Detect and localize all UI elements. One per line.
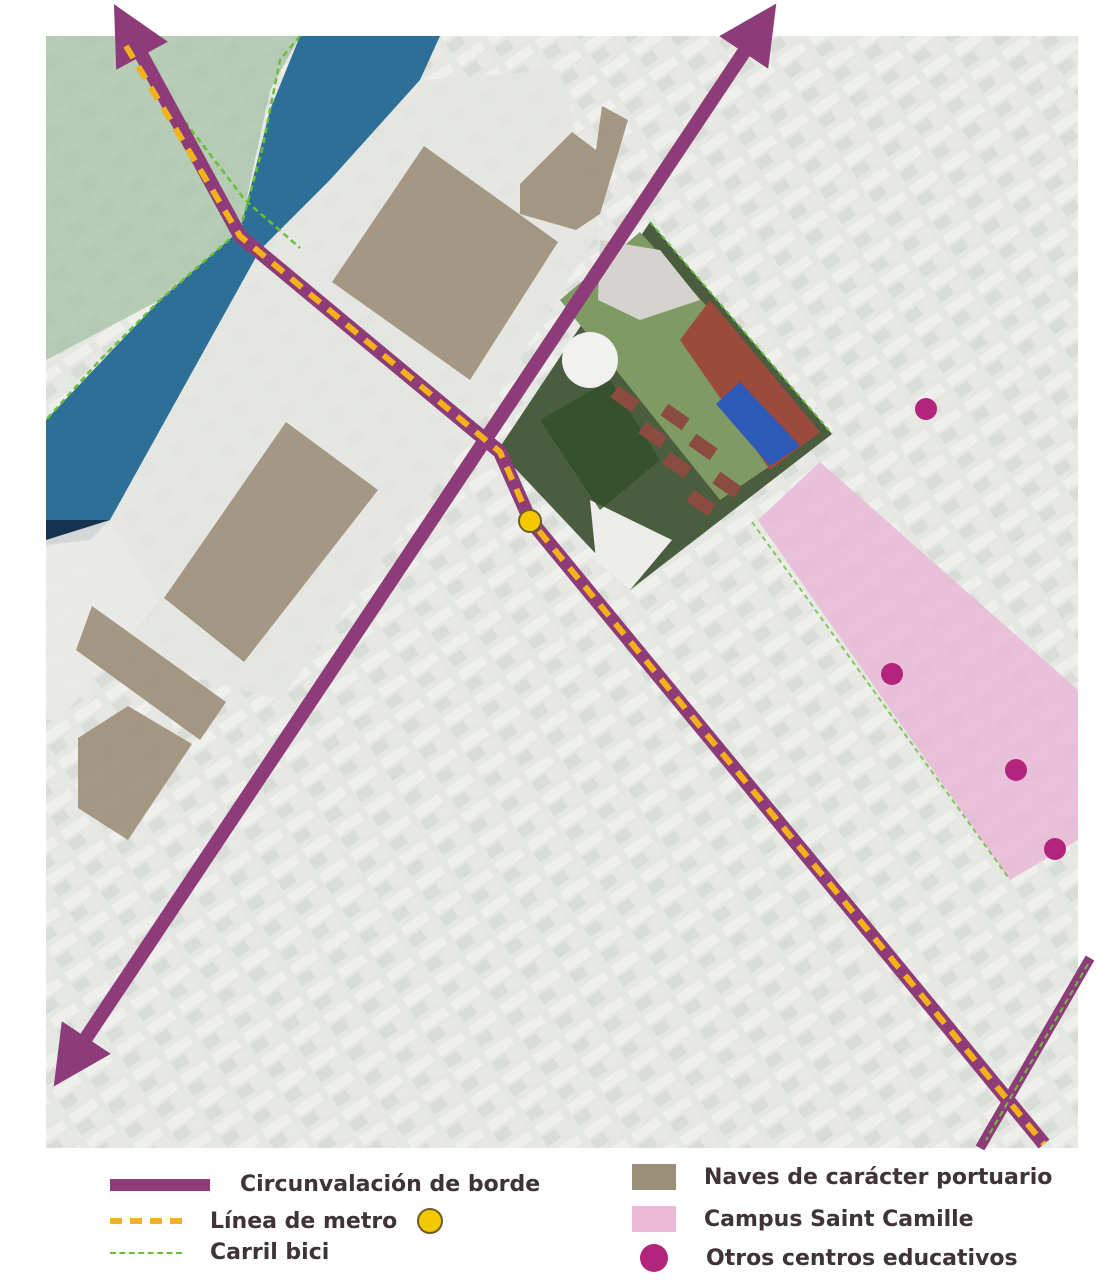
legend-education: Otros centros educativos bbox=[632, 1244, 1018, 1272]
education-swatch bbox=[640, 1244, 668, 1272]
ring-road-se-branch bbox=[975, 955, 1095, 1150]
metro-station bbox=[518, 509, 542, 533]
metro-swatch bbox=[110, 1218, 182, 1224]
education-centers bbox=[881, 398, 1066, 860]
legend-campus-label: Campus Saint Camille bbox=[704, 1206, 974, 1232]
education-center-4 bbox=[1044, 838, 1066, 860]
campus-saint-camille bbox=[758, 462, 1078, 880]
education-center-2 bbox=[881, 663, 903, 685]
legend-education-label: Otros centros educativos bbox=[706, 1245, 1018, 1271]
ring-road-ne-sw bbox=[53, 3, 777, 1087]
campus-swatch bbox=[632, 1206, 676, 1232]
legend-port-warehouses: Naves de carácter portuario bbox=[632, 1164, 1052, 1190]
legend-campus: Campus Saint Camille bbox=[632, 1206, 974, 1232]
legend-ring-road-label: Circunvalación de borde bbox=[240, 1172, 541, 1197]
legend-metro: Línea de metro bbox=[110, 1208, 444, 1234]
bike-swatch bbox=[110, 1251, 182, 1254]
metro-line bbox=[123, 44, 1047, 1146]
education-center-1 bbox=[915, 398, 937, 420]
legend-port-warehouses-label: Naves de carácter portuario bbox=[704, 1164, 1053, 1190]
port-warehouses-swatch bbox=[632, 1164, 676, 1190]
map-legend: Circunvalación de borde Línea de metro C… bbox=[0, 1150, 1107, 1286]
education-center-3 bbox=[1005, 759, 1027, 781]
legend-ring-road: Circunvalación de borde bbox=[110, 1172, 540, 1197]
aerial-map bbox=[45, 3, 1095, 1150]
legend-bike: Carril bici bbox=[110, 1240, 329, 1265]
legend-bike-label: Carril bici bbox=[210, 1240, 330, 1265]
legend-metro-label: Línea de metro bbox=[210, 1208, 398, 1234]
metro-station-swatch bbox=[417, 1208, 444, 1234]
ring-road-swatch bbox=[110, 1178, 210, 1191]
